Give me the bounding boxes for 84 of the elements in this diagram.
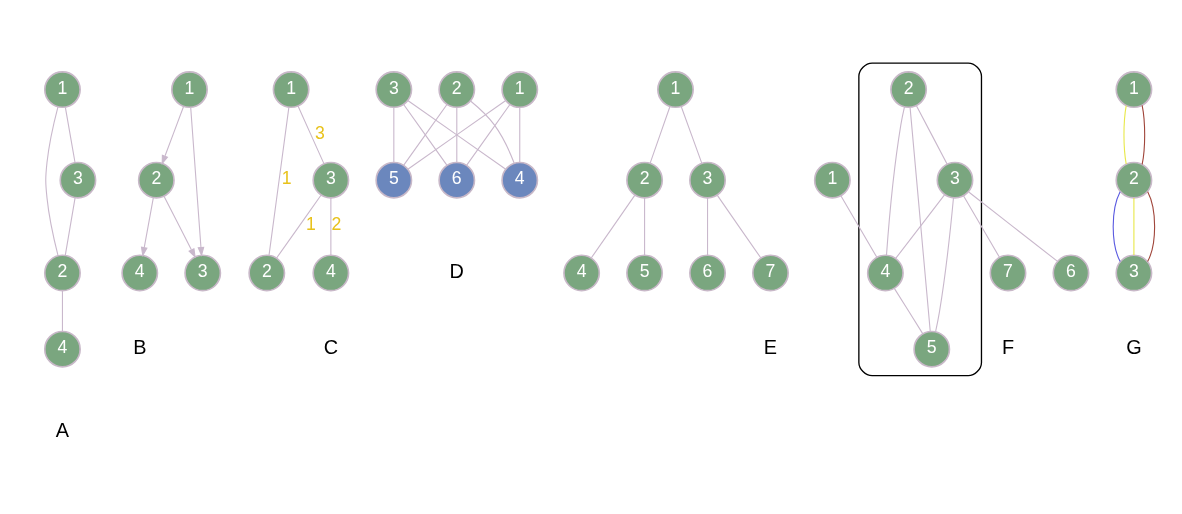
- connector: [45, 105, 59, 256]
- node-circle: 3: [936, 161, 974, 199]
- connector: [61, 289, 63, 332]
- arrow: [190, 106, 205, 257]
- connector: [649, 105, 671, 164]
- label: F: [1001, 335, 1015, 358]
- node-circle: 5: [626, 253, 664, 291]
- cluster: [858, 61, 983, 376]
- connector: [893, 287, 924, 334]
- node-circle: 6: [689, 253, 727, 291]
- connector: [644, 196, 646, 256]
- node-circle: 4: [563, 253, 601, 291]
- arrow: [163, 195, 196, 258]
- label: B: [133, 335, 147, 358]
- connector: [840, 194, 878, 258]
- connector: [680, 105, 703, 164]
- node-circle: 1: [171, 70, 208, 108]
- node-circle: 1: [1115, 70, 1153, 108]
- label: D: [449, 259, 464, 282]
- node-circle: 7: [989, 253, 1027, 291]
- node-circle: 2: [137, 161, 175, 199]
- connector: [330, 196, 332, 256]
- arrow: [140, 196, 154, 257]
- node-circle: 2: [248, 253, 286, 291]
- connector: [407, 99, 507, 170]
- arrow: [161, 105, 185, 165]
- node-circle: 5: [913, 330, 951, 368]
- connector: [895, 193, 946, 259]
- connector: [716, 194, 762, 258]
- connector: [935, 196, 955, 332]
- node-circle: 2: [43, 253, 81, 291]
- edge-label: 1: [281, 167, 292, 188]
- connector: [456, 106, 458, 163]
- node-circle: 3: [184, 253, 222, 291]
- connector: [1141, 104, 1146, 165]
- connector: [393, 106, 395, 163]
- connector: [885, 105, 906, 256]
- node-circle: 1: [43, 70, 81, 108]
- node-circle: 1: [501, 70, 539, 108]
- connector: [590, 194, 636, 258]
- node-circle: 4: [43, 330, 81, 368]
- node-circle: 2: [1115, 161, 1153, 199]
- node-circle: 3: [689, 161, 727, 199]
- label: G: [1126, 335, 1142, 358]
- edge-label: 1: [306, 213, 316, 234]
- connector: [707, 196, 709, 256]
- connector: [64, 106, 76, 163]
- connector: [276, 194, 322, 259]
- connector: [1112, 190, 1121, 262]
- node-circle: 4: [121, 253, 159, 291]
- node-circle: 2: [890, 70, 928, 108]
- node-circle: 2: [438, 70, 476, 108]
- node-circle: 3: [375, 70, 413, 108]
- connector: [64, 196, 76, 256]
- node-circle: 6: [438, 161, 476, 199]
- node-circle: 4: [312, 253, 350, 291]
- node-circle: 6: [1052, 253, 1090, 291]
- node-circle: 5: [375, 161, 413, 199]
- label: A: [55, 418, 70, 441]
- edge-label: 3: [314, 122, 325, 143]
- node-circle: 7: [752, 253, 789, 291]
- label: E: [763, 335, 778, 358]
- node-circle: 2: [626, 161, 664, 199]
- node-circle: 1: [657, 70, 694, 108]
- node-circle: 1: [813, 161, 851, 199]
- connector: [403, 103, 448, 166]
- node-circle: 4: [501, 161, 539, 199]
- node-circle: 3: [59, 161, 97, 199]
- connector: [915, 104, 948, 165]
- node-circle: 4: [866, 253, 904, 291]
- connector: [909, 106, 931, 332]
- edge-label: 2: [331, 213, 342, 234]
- node-circle: 3: [312, 161, 350, 199]
- node-circle: 1: [272, 70, 310, 108]
- connector: [1147, 190, 1156, 262]
- connector: [1133, 196, 1135, 256]
- connector: [1123, 104, 1127, 165]
- connector: [268, 106, 290, 256]
- node-circle: 3: [1115, 253, 1153, 291]
- label: C: [323, 335, 339, 358]
- connector: [519, 106, 521, 163]
- connector: [962, 194, 1001, 258]
- connector: [968, 191, 1059, 262]
- connector: [297, 105, 325, 164]
